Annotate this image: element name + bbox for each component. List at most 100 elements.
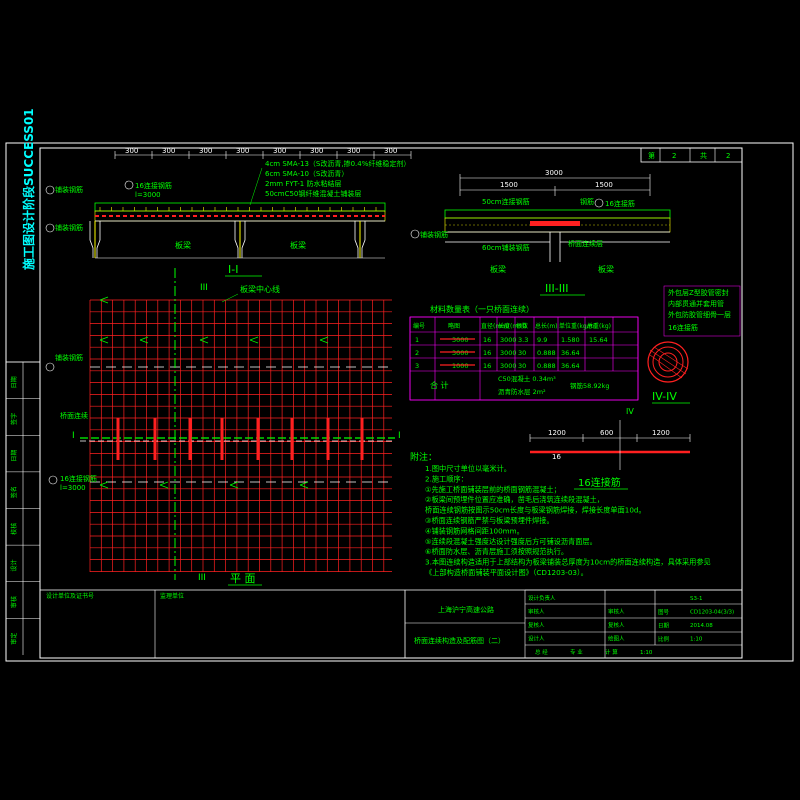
table-cell: 30 — [518, 362, 526, 370]
strip-label: 校核 — [10, 523, 18, 535]
svg-text:2mm FYT-1 防水粘结层: 2mm FYT-1 防水粘结层 — [265, 179, 341, 188]
field-value: S3-1 — [690, 596, 702, 602]
svg-text:第: 第 — [648, 151, 655, 160]
svg-text:铺装钢筋: 铺装钢筋 — [55, 223, 83, 232]
svg-text:3000: 3000 — [545, 169, 563, 177]
table-cell: 16 — [483, 336, 491, 344]
note-line: ②板梁间预埋件位置应准确，凿毛后浇筑连续段混凝土， — [425, 495, 604, 504]
svg-text:6cm SMA-10（S改沥青）: 6cm SMA-10（S改沥青） — [265, 169, 348, 178]
field-label: 日期 — [658, 623, 670, 630]
plan-view: 板梁中心线 铺装钢筋 桥面连续 16连接钢筋 l=3000 III III I … — [45, 268, 401, 586]
sign-label: 复核人 — [608, 621, 625, 629]
svg-text:I: I — [398, 431, 401, 441]
svg-text:1200: 1200 — [652, 429, 670, 437]
svg-text:板梁: 板梁 — [175, 240, 191, 250]
note-line: 2.施工顺序： — [425, 474, 468, 483]
table-total-waterproof: 沥青防水层 2m² — [498, 387, 546, 396]
footer-cell: 总 经 — [535, 648, 548, 656]
svg-text:50cmC50钢纤维混凝土铺装层: 50cmC50钢纤维混凝土铺装层 — [265, 189, 361, 198]
dim-label: 300 — [310, 147, 323, 155]
dim-label: 300 — [347, 147, 360, 155]
strip-label: 日期 — [10, 450, 18, 462]
role-label: 复核人 — [528, 621, 545, 629]
svg-text:I: I — [72, 431, 75, 441]
dim-label: 300 — [236, 147, 249, 155]
sign-label: 绘图人 — [608, 635, 625, 643]
table-cell: 3 — [415, 362, 419, 370]
svg-text:板梁: 板梁 — [490, 264, 506, 274]
svg-text:III: III — [200, 283, 208, 293]
note-line: ①先施工桥面铺装层前的桥面钢筋混凝土； — [425, 485, 561, 494]
strip-label: 审定 — [10, 633, 18, 645]
svg-text:1500: 1500 — [500, 181, 518, 189]
svg-text:4cm SMA-13（S改沥青,掺0.4%纤维稳定剂）: 4cm SMA-13（S改沥青,掺0.4%纤维稳定剂） — [265, 159, 410, 168]
svg-text:1200: 1200 — [548, 429, 566, 437]
footer-cell: 计 算 — [605, 648, 618, 656]
table-cell: 0.888 — [537, 349, 556, 357]
svg-text:16: 16 — [552, 453, 561, 461]
svg-text:16连接筋: 16连接筋 — [578, 476, 621, 489]
strip-label: 签名 — [10, 486, 18, 498]
strip-label: 日期 — [10, 376, 18, 388]
table-cell: 36.64 — [561, 349, 580, 357]
dim-label: 300 — [162, 147, 175, 155]
dim-label: 300 — [384, 147, 397, 155]
svg-text:桥面连续构造及配筋图（二）: 桥面连续构造及配筋图（二） — [414, 636, 505, 645]
svg-text:2: 2 — [672, 152, 676, 160]
svg-text:钢筋: 钢筋 — [580, 197, 594, 206]
svg-text:监理单位: 监理单位 — [160, 592, 184, 600]
materials-table: 材料数量表（一只桥面连续） 编号略图直径(mm)长度(mm)根数总长(m)单位重… — [409, 304, 639, 401]
svg-text:2: 2 — [726, 152, 730, 160]
table-cell: 30 — [518, 349, 526, 357]
svg-text:外包防胶管细骨一层: 外包防胶管细骨一层 — [668, 310, 731, 319]
table-header: 根数 — [516, 322, 528, 330]
role-label: 设计人 — [528, 635, 545, 643]
outer-frame — [5, 142, 794, 662]
section-4-4-title: IV-IV — [652, 390, 677, 403]
table-cell: 1 — [415, 336, 419, 344]
svg-text:l=3000: l=3000 — [60, 484, 86, 492]
svg-text:600: 600 — [600, 429, 613, 437]
table-total-label: 合 计 — [430, 380, 449, 390]
note-line: 3.本图连续构造适用于上部结构为板梁铺装总厚度为10cm的桥面连续构造，具体采用… — [425, 558, 711, 567]
section-4-4: 外包层Z型胶管密封 内部贯通并套用管 外包防胶管细骨一层 16连接筋 IV-IV… — [529, 285, 741, 490]
svg-text:板梁: 板梁 — [598, 264, 614, 274]
table-cell: 3000 — [500, 336, 517, 344]
svg-text:板梁: 板梁 — [290, 240, 306, 250]
svg-text:16连接筋: 16连接筋 — [668, 323, 698, 332]
field-label: 图号 — [658, 608, 670, 616]
svg-text:16连接钢筋: 16连接钢筋 — [60, 474, 97, 483]
dim-label: 300 — [273, 147, 286, 155]
field-value: 1:10 — [690, 637, 703, 643]
table-header: 总长(m) — [535, 322, 558, 330]
svg-text:16连接钢筋: 16连接钢筋 — [135, 181, 172, 190]
table-cell: 16 — [483, 362, 491, 370]
svg-text:1500: 1500 — [595, 181, 613, 189]
table-cell: 1000 — [452, 362, 469, 370]
table-header: 直径(mm) — [481, 322, 509, 330]
note-line: ④铺装钢筋网格间距100mm。 — [425, 526, 524, 535]
table-cell: 16 — [483, 349, 491, 357]
svg-text:l=3000: l=3000 — [135, 191, 161, 199]
note-line: ⑥桥面防水层、沥青层施工须按照规范执行。 — [425, 547, 568, 556]
svg-text:桥面连续层: 桥面连续层 — [568, 239, 603, 248]
field-label: 比例 — [658, 635, 670, 643]
dim-label: 300 — [199, 147, 212, 155]
svg-text:桥面连续: 桥面连续 — [60, 411, 88, 420]
svg-text:16连接筋: 16连接筋 — [605, 199, 635, 208]
table-header: 编号 — [413, 322, 425, 330]
table-cell: 3.3 — [518, 336, 528, 344]
note-line: 桥面连续钢筋按图示50cm长度与板梁钢筋焊接，焊接长度单面10d。 — [425, 506, 646, 515]
table-cell: 0.888 — [537, 362, 556, 370]
svg-text:材料数量表（一只桥面连续）: 材料数量表（一只桥面连续） — [430, 304, 534, 314]
svg-text:铺装钢筋: 铺装钢筋 — [55, 353, 83, 362]
table-cell: 15.64 — [589, 336, 608, 344]
footer-cell: 1:10 — [640, 650, 653, 656]
table-cell: 3000 — [452, 349, 469, 357]
table-cell: 3000 — [500, 362, 517, 370]
svg-text:IV: IV — [626, 407, 634, 416]
svg-text:附注：: 附注： — [410, 451, 437, 463]
table-cell: 3000 — [452, 336, 469, 344]
note-line: 《上部构造桥面铺装平面设计图》（CD1203-03）。 — [425, 568, 588, 577]
